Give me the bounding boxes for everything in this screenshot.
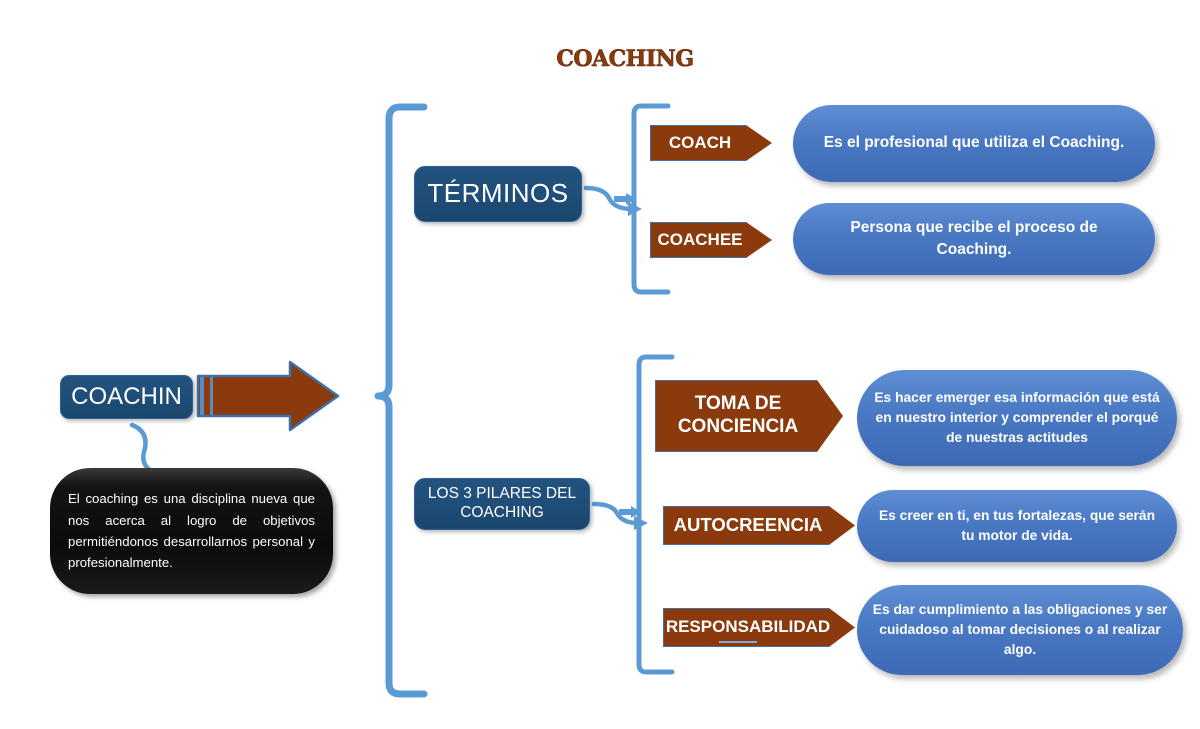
item-label-autocreencia[interactable]: AUTOCREENCIA bbox=[663, 506, 855, 545]
item-label-coach[interactable]: COACH bbox=[650, 125, 772, 161]
pilares-arrow-head-icon bbox=[634, 516, 648, 530]
root-block-arrow-icon bbox=[196, 360, 340, 432]
terminos-curved-arrow-icon bbox=[583, 185, 635, 212]
root-definition-card: El coaching es una disciplina nueva que … bbox=[50, 468, 333, 594]
root-definition-text: El coaching es una disciplina nueva que … bbox=[68, 491, 315, 571]
branch-node-pilares[interactable]: LOS 3 PILARES DEL COACHING bbox=[414, 478, 590, 530]
branch-node-terminos[interactable]: TÉRMINOS bbox=[414, 166, 582, 222]
root-node-coachin[interactable]: COACHIN bbox=[60, 375, 193, 419]
pilares-curved-arrow-icon bbox=[591, 501, 641, 526]
terminos-bracket-arrowhead-icon bbox=[614, 193, 636, 205]
terminos-arrow-head-icon bbox=[628, 202, 642, 216]
page-title: Coaching bbox=[556, 38, 694, 75]
item-description-responsabilidad: Es dar cumplimiento a las obligaciones y… bbox=[857, 585, 1183, 675]
item-description-autocreencia: Es creer en ti, en tus fortalezas, que s… bbox=[857, 490, 1177, 562]
item-description-coachee: Persona que recibe el proceso de Coachin… bbox=[793, 203, 1155, 275]
pilares-bracket-arrowhead-icon bbox=[619, 506, 641, 518]
item-label-responsabilidad[interactable]: RESPONSABILIDAD bbox=[663, 608, 855, 647]
item-label-toma-de-conciencia[interactable]: TOMA DE CONCIENCIA bbox=[655, 380, 843, 452]
item-description-coach: Es el profesional que utiliza el Coachin… bbox=[793, 105, 1155, 182]
responsabilidad-underline-mark bbox=[719, 641, 757, 643]
item-label-coachee[interactable]: COACHEE bbox=[650, 222, 772, 258]
item-description-toma-de-conciencia: Es hacer emerger esa información que est… bbox=[857, 370, 1177, 466]
